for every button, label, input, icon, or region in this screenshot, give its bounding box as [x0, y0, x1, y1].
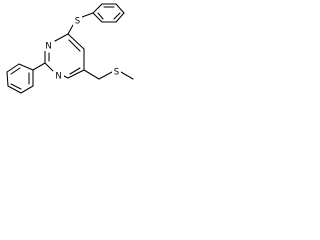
atom-label-n: N — [45, 42, 51, 52]
bond — [44, 62, 54, 72]
phenylthio-ring — [92, 3, 125, 23]
bond — [83, 69, 100, 80]
bond — [63, 75, 69, 79]
bond — [92, 12, 103, 23]
aromatic-double-bond — [10, 83, 22, 90]
bond — [6, 63, 20, 73]
atom-label-s: S — [75, 17, 80, 27]
atom-label-n: N — [55, 72, 61, 82]
bond — [115, 12, 125, 23]
bond — [120, 71, 134, 80]
bond — [18, 63, 34, 71]
methylthiomethyl-chain — [83, 69, 134, 80]
atom-n-2: N — [53, 71, 64, 82]
atom-s-top: S — [73, 16, 82, 27]
aromatic-double-bond — [113, 12, 121, 20]
bond — [115, 3, 125, 14]
bond — [67, 24, 74, 35]
atom-label-s: S — [114, 68, 119, 78]
bond — [54, 33, 69, 42]
bond — [7, 85, 22, 94]
aromatic-double-bond — [97, 12, 104, 20]
bond — [6, 71, 9, 87]
bond — [98, 71, 113, 80]
atom-n-1: N — [44, 41, 53, 52]
chemical-structure-diagram: S N N S — [6, 3, 134, 94]
phenyl-ring — [6, 62, 46, 94]
aromatic-double-bond — [68, 39, 81, 52]
bond — [92, 3, 103, 14]
bond — [32, 62, 46, 71]
bond — [81, 12, 94, 18]
aromatic-double-bond — [69, 67, 81, 75]
atom-s-side: S — [112, 67, 121, 78]
bond — [67, 69, 85, 79]
aromatic-double-bond — [10, 67, 21, 75]
pyrimidine-ring — [44, 33, 85, 79]
bond — [67, 33, 85, 50]
bond — [20, 85, 34, 94]
